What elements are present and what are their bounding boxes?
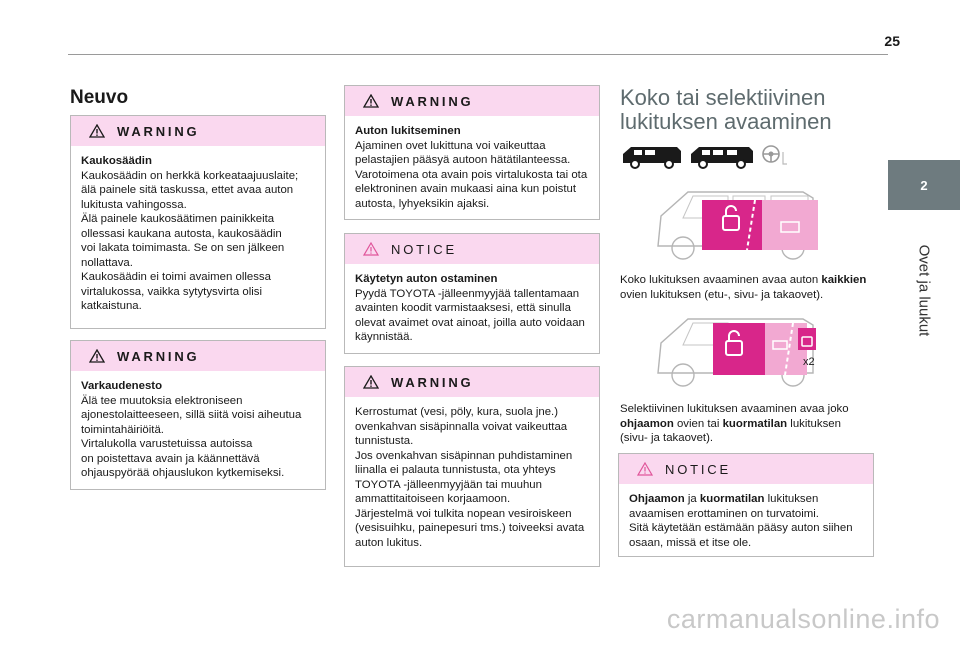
warning-box-immobilizer: WARNING Varkaudenesto Älä tee muutoksia … bbox=[70, 340, 326, 490]
notice-header: NOTICE bbox=[345, 234, 599, 264]
press-twice-label: x2 bbox=[803, 356, 815, 368]
full-unlock-text: Koko lukituksen avaaminen avaa auton kai… bbox=[620, 274, 867, 301]
steering-wheel-icon bbox=[762, 145, 787, 165]
chapter-title: Ovet ja luukut bbox=[915, 244, 933, 336]
warning-triangle-icon bbox=[89, 124, 105, 138]
top-rule bbox=[68, 54, 888, 55]
vehicle-type-icons bbox=[621, 142, 791, 175]
van-short-icon bbox=[623, 147, 681, 169]
notice-body: Ohjaamon ja kuormatilan lukituksen avaam… bbox=[629, 493, 853, 549]
notice-box-selective: NOTICE Ohjaamon ja kuormatilan lukitukse… bbox=[618, 453, 874, 557]
section-heading: Neuvo bbox=[70, 87, 129, 108]
notice-triangle-icon bbox=[363, 242, 379, 256]
warning-header: WARNING bbox=[71, 116, 325, 146]
warning-header: WARNING bbox=[345, 367, 599, 397]
full-unlock-illustration bbox=[653, 186, 833, 271]
warning-body: Kerrostumat (vesi, pöly, kura, suola jne… bbox=[355, 406, 585, 549]
selective-unlock-illustration: x2 bbox=[653, 313, 833, 398]
notice-body: Käytetyn auton ostaminen Pyydä TOYOTA -j… bbox=[355, 273, 585, 343]
van-long-icon bbox=[691, 147, 753, 169]
page-number: 25 bbox=[884, 33, 900, 49]
notice-box-used-car: NOTICE Käytetyn auton ostaminen Pyydä TO… bbox=[344, 233, 600, 354]
chapter-tab[interactable]: 2 bbox=[888, 160, 960, 210]
warning-box-remote: WARNING Kaukosäädin Kaukosäädin on herkk… bbox=[70, 115, 326, 329]
notice-triangle-icon bbox=[637, 462, 653, 476]
notice-header: NOTICE bbox=[619, 454, 873, 484]
selective-unlock-text: Selektiivinen lukituksen avaaminen avaa … bbox=[620, 403, 849, 444]
watermark: carmanualsonline.info bbox=[666, 604, 940, 634]
warning-triangle-icon bbox=[363, 375, 379, 389]
warning-triangle-icon bbox=[363, 94, 379, 108]
warning-body: Auton lukitseminen Ajaminen ovet lukittu… bbox=[355, 125, 588, 210]
warning-box-handle-deposits: WARNING Kerrostumat (vesi, pöly, kura, s… bbox=[344, 366, 600, 567]
warning-body: Kaukosäädin Kaukosäädin on herkkä korkea… bbox=[81, 155, 299, 312]
warning-box-locking: WARNING Auton lukitseminen Ajaminen ovet… bbox=[344, 85, 600, 220]
warning-header: WARNING bbox=[345, 86, 599, 116]
warning-body: Varkaudenesto Älä tee muutoksia elektron… bbox=[81, 380, 302, 479]
warning-header: WARNING bbox=[71, 341, 325, 371]
chapter-number: 2 bbox=[920, 177, 928, 193]
warning-triangle-icon bbox=[89, 349, 105, 363]
section-title: Koko tai selektiivinen lukituksen avaami… bbox=[620, 85, 832, 134]
